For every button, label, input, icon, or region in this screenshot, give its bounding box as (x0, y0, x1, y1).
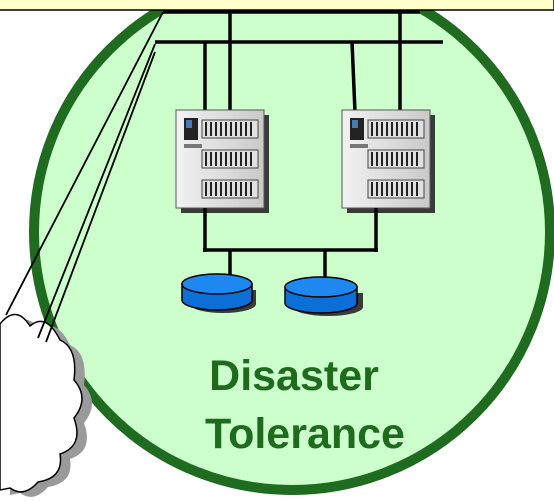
server2-link-a (350, 41, 357, 113)
server-cabinet-icon (175, 109, 269, 213)
disk-icon (181, 273, 256, 313)
server-cabinet-icon (341, 109, 435, 213)
site-label-line1: Disaster (209, 352, 379, 400)
cloud-icon (0, 313, 92, 497)
remote-link-1 (5, 11, 164, 316)
remote-link-3 (45, 51, 156, 343)
site-label-line2: Tolerance (205, 410, 405, 458)
disk-icon (284, 276, 363, 316)
remote-link-2 (37, 43, 156, 339)
top-banner (0, 0, 554, 11)
